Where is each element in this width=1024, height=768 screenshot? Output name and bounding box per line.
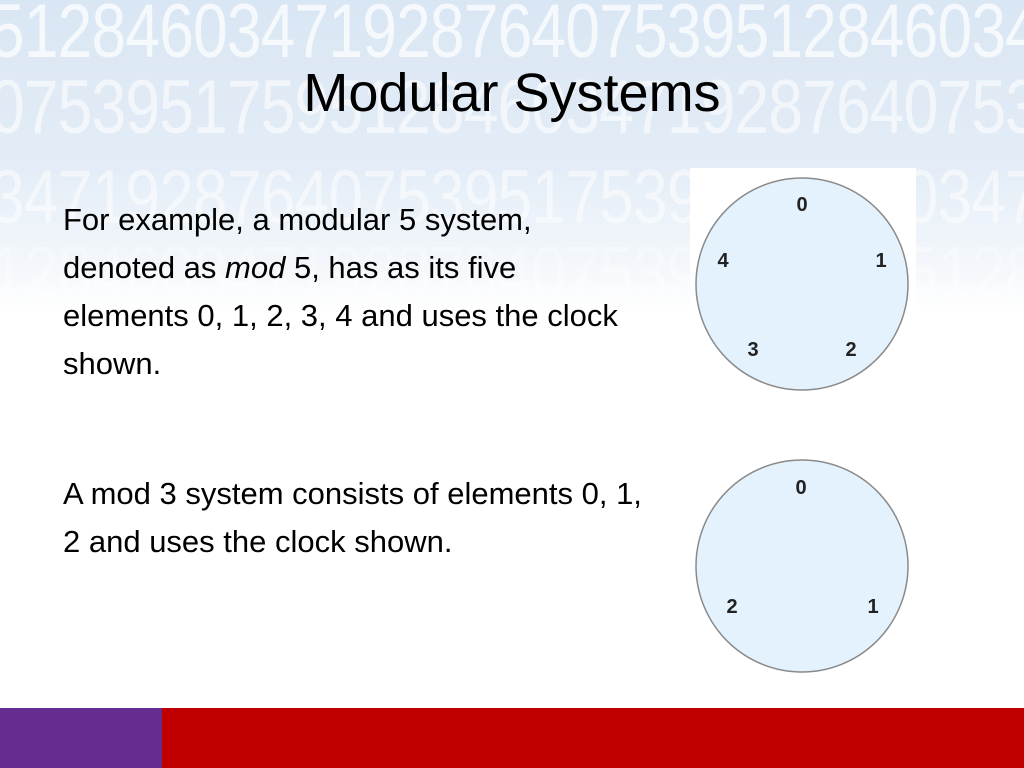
footer-red-bar xyxy=(162,708,1024,768)
mod3-clock-diagram: 0 1 2 xyxy=(690,452,916,678)
mod5-text-start: For example, a modular 5 system, denoted… xyxy=(63,202,532,285)
mod5-label-4: 4 xyxy=(717,250,729,272)
background-digits-row: 5128460347192876407539512846034 xyxy=(0,0,1024,74)
mod5-label-0: 0 xyxy=(796,194,807,216)
mod3-paragraph: A mod 3 system consists of elements 0, 1… xyxy=(63,476,642,559)
mod5-label-3: 3 xyxy=(747,339,758,361)
mod5-text-end: 5, has as its five elements 0, 1, 2, 3, … xyxy=(63,250,618,381)
mod5-paragraph: For example, a modular 5 system, denoted… xyxy=(63,196,643,388)
mod5-label-1: 1 xyxy=(875,250,886,272)
footer-purple-block xyxy=(0,708,162,768)
background-digits-row: 0753951759512846034719287640753 xyxy=(0,65,1024,150)
mod5-clock-face xyxy=(695,177,909,391)
mod3-label-1: 1 xyxy=(867,596,878,618)
slide-title: Modular Systems xyxy=(303,63,721,123)
mod-italic-term: mod xyxy=(225,250,286,285)
mod3-label-2: 2 xyxy=(726,596,737,618)
mod5-label-2: 2 xyxy=(845,339,856,361)
mod3-label-0: 0 xyxy=(795,477,806,499)
mod5-clock-diagram: 0 1 2 3 4 xyxy=(690,168,916,400)
mod3-clock-face xyxy=(695,459,909,673)
